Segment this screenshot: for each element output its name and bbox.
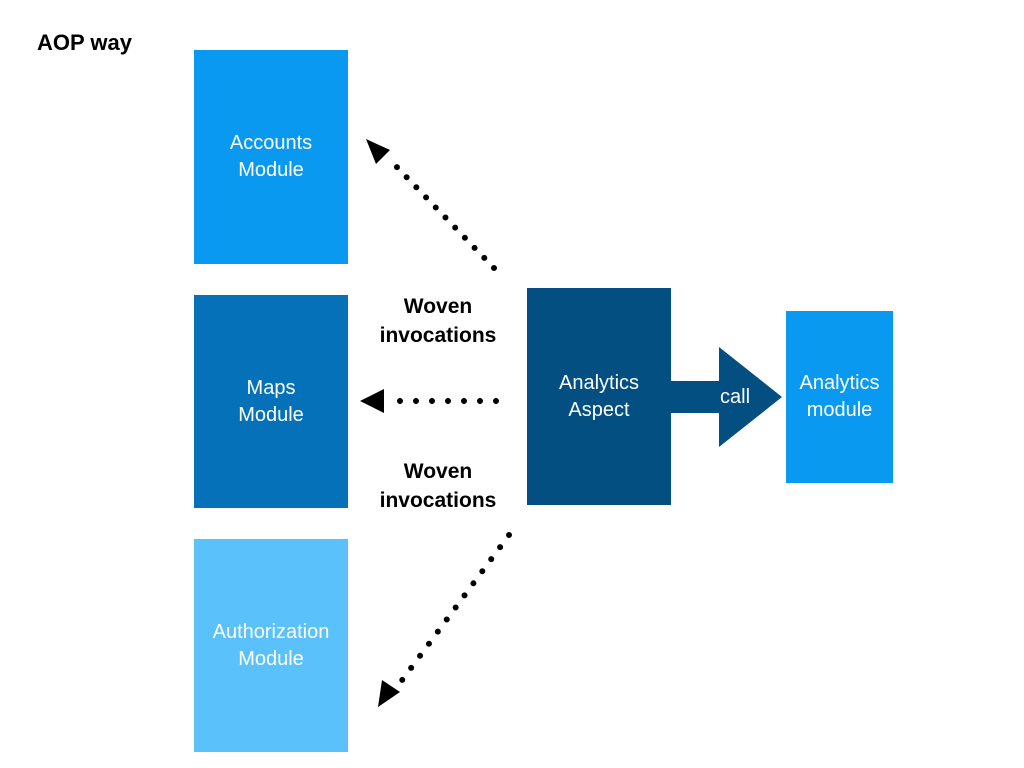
maps-module-label: Maps Module bbox=[238, 376, 304, 426]
woven-invocations-label-bottom: Woven invocations bbox=[379, 460, 497, 512]
woven-invocations-label-top: Woven invocations bbox=[379, 295, 497, 347]
accounts-module-label: Accounts Module bbox=[229, 132, 313, 181]
woven-arrow-accounts bbox=[366, 139, 497, 271]
analytics-aspect-box: Analytics Aspect bbox=[527, 288, 671, 505]
woven-arrow-maps bbox=[360, 389, 499, 413]
diagram-title: AOP way bbox=[37, 30, 132, 55]
analytics-module-label: Analytics module bbox=[799, 372, 880, 421]
maps-module-box: Maps Module bbox=[194, 295, 348, 508]
call-arrow bbox=[671, 347, 782, 447]
analytics-aspect-label: Analytics Aspect bbox=[558, 371, 640, 421]
authorization-module-box: Authorization Module bbox=[194, 539, 348, 752]
analytics-module-box: Analytics module bbox=[786, 311, 893, 483]
call-label: call bbox=[720, 386, 751, 408]
authorization-module-label: Authorization Module bbox=[212, 620, 330, 670]
woven-arrow-authorization bbox=[378, 532, 512, 707]
accounts-module-box: Accounts Module bbox=[194, 50, 348, 264]
